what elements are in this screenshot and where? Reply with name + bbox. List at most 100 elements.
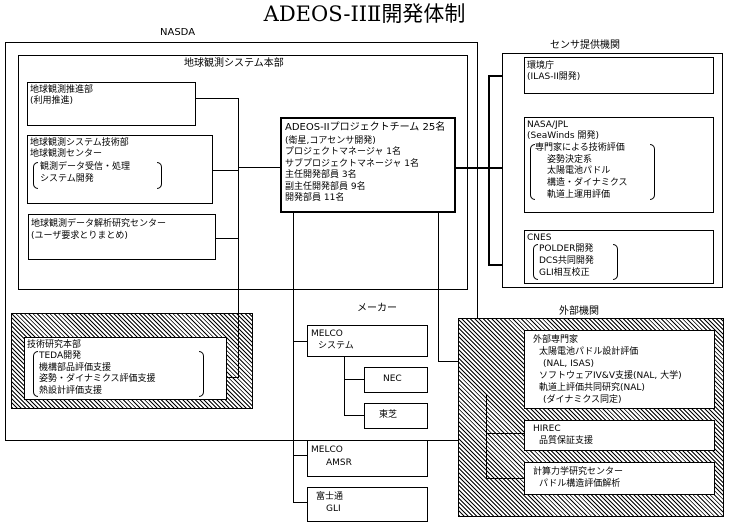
connector <box>344 356 345 416</box>
diagram-text: サブプロジェクトマネージャ 1名 <box>285 159 419 169</box>
diagram-text: 熱設計評価支援 <box>39 386 103 396</box>
diagram-text: (NAL, ISAS) <box>543 359 595 369</box>
nec-box: NEC <box>364 367 428 393</box>
diagram-text: NASA/JPL <box>527 120 569 130</box>
bracket-left <box>530 144 535 200</box>
diagram-text: POLDER開発 <box>539 244 594 254</box>
diagram-text: 姿勢・ダイナミクス評価支援 <box>39 374 156 384</box>
melco-system-box: MELCO システム <box>307 325 428 357</box>
diagram-text: (衛星,コアセンサ開発) <box>285 136 376 146</box>
system-dept-box: 地球観測システム技術部 地球観測センター 観測データ受信・処理 システム開発 <box>27 135 213 204</box>
analysis-center-box: 地球観測データ解析研究センター (ユーザ要求とりまとめ) <box>28 214 216 260</box>
diagram-text: TEDA開発 <box>39 351 82 361</box>
nasda-label: NASDA <box>160 27 196 38</box>
toshiba-box: 東芝 <box>364 403 428 429</box>
diagram-text: HIREC <box>533 424 561 434</box>
connector <box>293 213 294 503</box>
bracket-right <box>613 244 618 280</box>
hirec-box: HIREC 品質保証支援 <box>524 420 715 451</box>
connector <box>486 478 524 479</box>
diagram-text: 太陽電池パドル設計評価 <box>539 347 639 357</box>
project-team-box: ADEOS-IIプロジェクトチーム 25名 (衛星,コアセンサ開発) プロジェク… <box>280 117 456 213</box>
connector <box>455 167 516 169</box>
diagram-text: NEC <box>383 374 402 384</box>
diagram-text: MELCO <box>311 329 343 339</box>
connector <box>344 379 364 380</box>
cnes-box: CNES POLDER開発 DCS共同開発 GLI相互校正 <box>524 230 714 284</box>
diagram-text: システム <box>318 341 354 351</box>
diagram-text: 太陽電池パドル <box>547 166 611 176</box>
diagram-text: 品質保証支援 <box>539 436 594 446</box>
connector <box>238 98 239 377</box>
computing-center-box: 計算力学研究センター パドル構造評価解析 <box>524 462 715 495</box>
diagram-text: 地球観測推進部 <box>30 85 94 95</box>
diagram-text: 地球観測システム技術部 <box>30 138 129 148</box>
diagram-text: GLI相互校正 <box>539 268 590 278</box>
bracket-left <box>33 162 38 189</box>
nasa-jpl-box: NASA/JPL (SeaWinds 開発) 専門家による技術評価 姿勢決定系 … <box>524 117 714 213</box>
external-experts-box: 外部専門家 太陽電池パドル設計評価 (NAL, ISAS) ソフトウェアIV&V… <box>524 330 715 409</box>
bracket-right <box>650 144 655 200</box>
external-label: 外部機関 <box>559 306 599 317</box>
diagram-text: 機構部品評価支援 <box>39 363 112 373</box>
diagram-text: ソフトウェアIV&V支援(NAL, 大学) <box>539 371 682 381</box>
diagram-text: 地球観測データ解析研究センター <box>31 219 167 229</box>
diagram-title: ADEOS-IIⅡ開発体制 <box>0 1 729 27</box>
diagram-text: (SeaWinds 開発) <box>527 131 599 141</box>
connector <box>238 167 280 168</box>
diagram-text: ADEOS-IIⅡ開発体制 <box>263 2 466 26</box>
diagram-text: ADEOS-IIプロジェクトチーム 25名 <box>285 122 446 133</box>
diagram-text: (ILAS-II開発) <box>527 72 581 82</box>
tech-research-box: 技術研究本部 TEDA開発 機構部品評価支援 姿勢・ダイナミクス評価支援 熱設計… <box>24 337 227 400</box>
diagram-text: 姿勢決定系 <box>547 155 593 165</box>
diagram-text: 富士通 <box>316 492 344 502</box>
diagram-text: 軌道上評価共同研究(NAL) <box>539 383 645 393</box>
diagram-text: 外部専門家 <box>533 335 579 345</box>
connector <box>486 395 487 479</box>
diagram-text: プロジェクトマネージャ 1名 <box>285 147 401 157</box>
diagram-text: システム開発 <box>40 174 94 184</box>
connector <box>488 75 490 265</box>
diagram-text: 軌道上運用評価 <box>547 190 611 200</box>
diagram-text: 専門家による技術評価 <box>535 143 625 153</box>
connector <box>196 98 239 99</box>
bracket-right <box>157 162 162 189</box>
diagram-text: MELCO <box>311 445 343 455</box>
diagram-text: パドル構造評価解析 <box>539 479 621 489</box>
diagram-text: 副主任開発部員 9名 <box>285 182 366 192</box>
connector <box>293 502 307 503</box>
connector <box>216 238 239 239</box>
diagram-text: DCS共同開発 <box>539 256 594 266</box>
melco-amsr-box: MELCO AMSR <box>307 440 428 477</box>
diagram-text: CNES <box>527 233 552 243</box>
promotion-dept-box: 地球観測推進部 (利用推進) <box>27 82 196 126</box>
connector <box>438 213 439 361</box>
makers-label: メーカー <box>357 303 397 314</box>
diagram-text: (利用推進) <box>30 96 74 106</box>
bracket-right <box>199 351 204 397</box>
diagram-text: 環境庁 <box>527 61 555 71</box>
fujitsu-box: 富士通 GLI <box>307 487 428 522</box>
connector <box>344 415 364 416</box>
connector <box>488 75 502 77</box>
diagram-text: 構造・ダイナミクス <box>547 178 628 188</box>
diagram-text: 主任開発部員 3名 <box>285 170 357 180</box>
bracket-left <box>533 244 538 280</box>
sensor-providers-label: センサ提供機関 <box>550 40 620 51</box>
diagram-text: 開発部員 11名 <box>285 193 345 203</box>
diagram-text: 地球観測センター <box>30 149 103 159</box>
connector <box>213 170 239 171</box>
diagram-text: (ダイナミクス同定) <box>543 395 622 405</box>
connector <box>293 341 307 342</box>
eo-hq-label: 地球観測システム本部 <box>184 58 284 69</box>
diagram-text: AMSR <box>326 458 352 468</box>
diagram-text: GLI <box>326 504 341 514</box>
diagram-text: 東芝 <box>379 410 398 420</box>
bracket-left <box>33 351 38 397</box>
connector <box>486 433 524 434</box>
diagram-text: (ユーザ要求とりまとめ) <box>31 231 128 241</box>
connector <box>227 377 239 378</box>
connector <box>293 455 307 456</box>
diagram-text: 計算力学研究センター <box>533 467 624 477</box>
env-agency-box: 環境庁 (ILAS-II開発) <box>524 57 714 94</box>
